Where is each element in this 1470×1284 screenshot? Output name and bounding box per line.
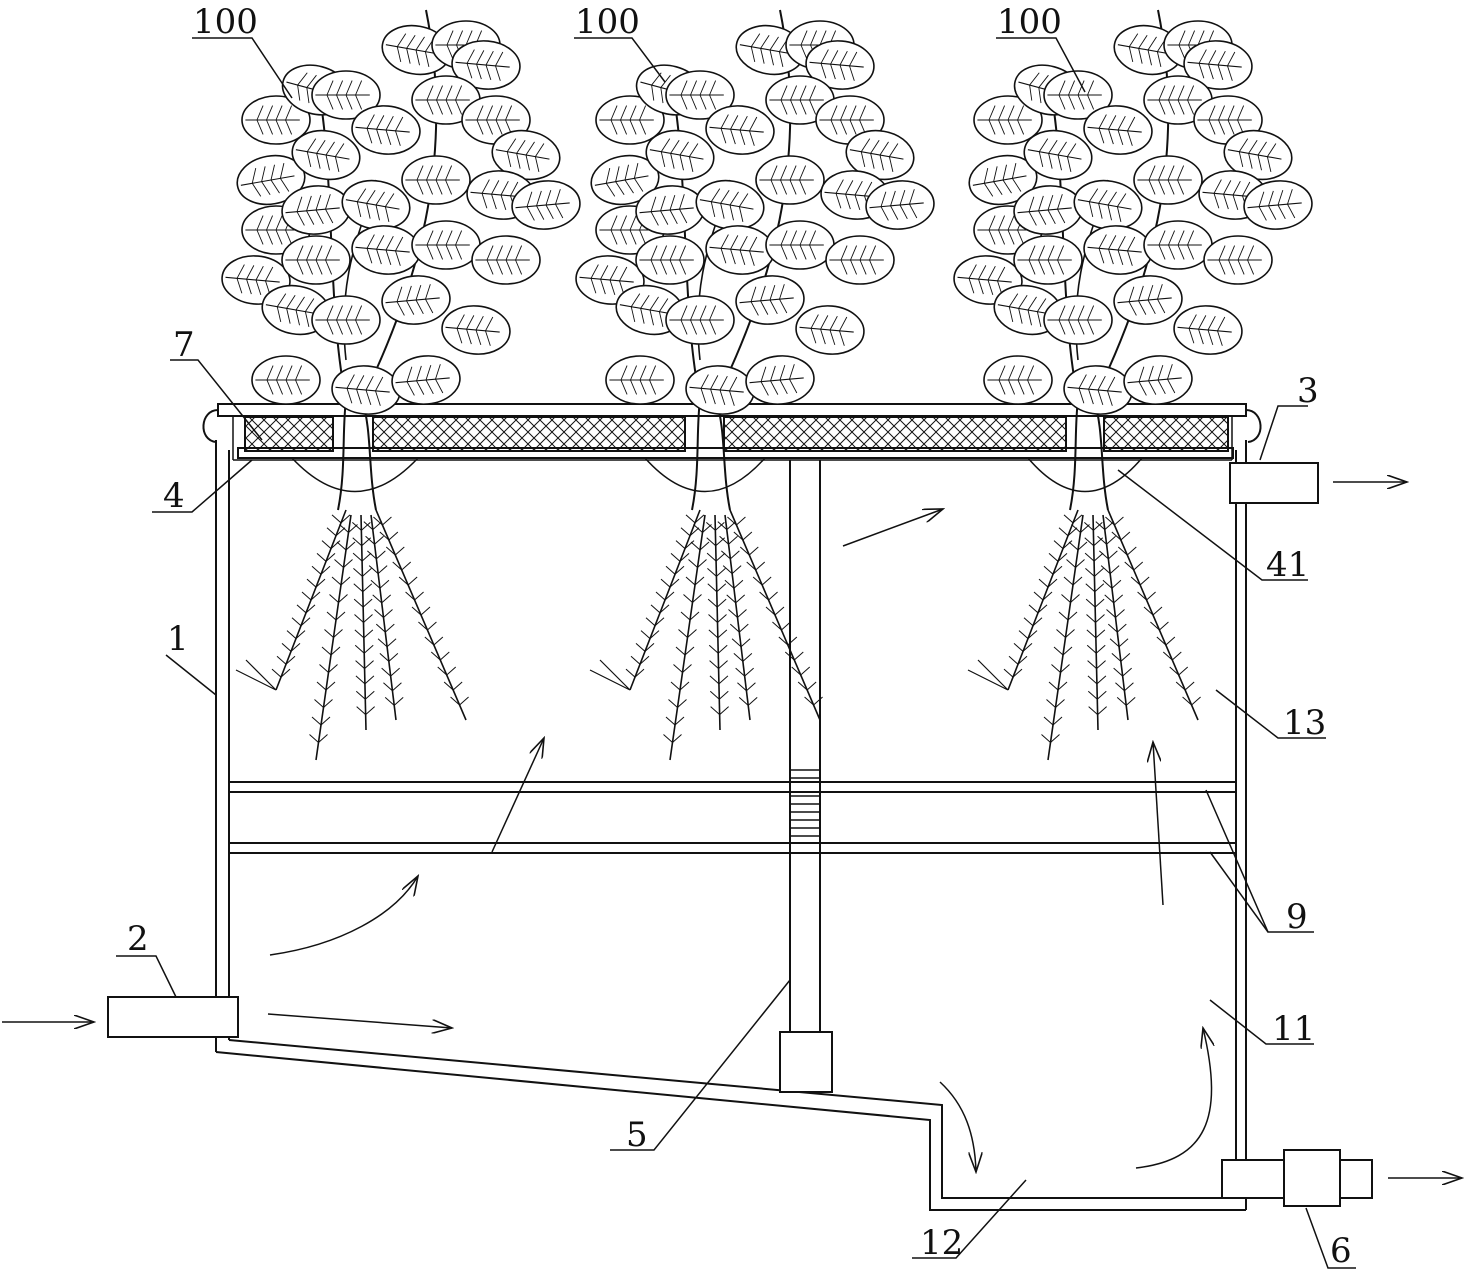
label-inlet: 2 <box>127 919 149 959</box>
label-partitions: 9 <box>1286 897 1308 937</box>
plant-right <box>953 9 1313 761</box>
partition-plates <box>229 781 1236 854</box>
label-sponge: 7 <box>173 325 195 365</box>
flow-arrows <box>267 509 1212 1172</box>
reference-labels: 100 100 100 7 4 3 41 1 13 2 9 5 11 12 6 <box>127 2 1352 1271</box>
plant-middle <box>575 9 935 761</box>
label-drain-valve: 6 <box>1330 1231 1352 1271</box>
outlet-pipe <box>1229 462 1407 504</box>
label-plant-right: 100 <box>997 2 1062 42</box>
label-plant-left: 100 <box>193 2 258 42</box>
label-tank: 1 <box>167 619 189 659</box>
drain-valve <box>1221 1149 1462 1207</box>
tank-body <box>215 440 1247 1211</box>
label-float-plate: 4 <box>163 476 185 516</box>
label-upper-chamber: 13 <box>1283 703 1326 743</box>
label-lower-chamber: 11 <box>1272 1009 1315 1049</box>
label-cup: 41 <box>1266 545 1309 585</box>
inlet-pipe <box>2 996 239 1038</box>
label-column: 5 <box>626 1115 648 1155</box>
support-column <box>779 460 833 1093</box>
sponge-layer <box>244 416 1229 452</box>
label-outlet: 3 <box>1297 371 1319 411</box>
label-plant-mid: 100 <box>575 2 640 42</box>
leader-lines <box>116 37 1356 1269</box>
label-sump: 12 <box>920 1223 963 1263</box>
planting-cups <box>291 457 1143 493</box>
plant-left <box>221 9 581 761</box>
plants <box>221 9 1313 761</box>
